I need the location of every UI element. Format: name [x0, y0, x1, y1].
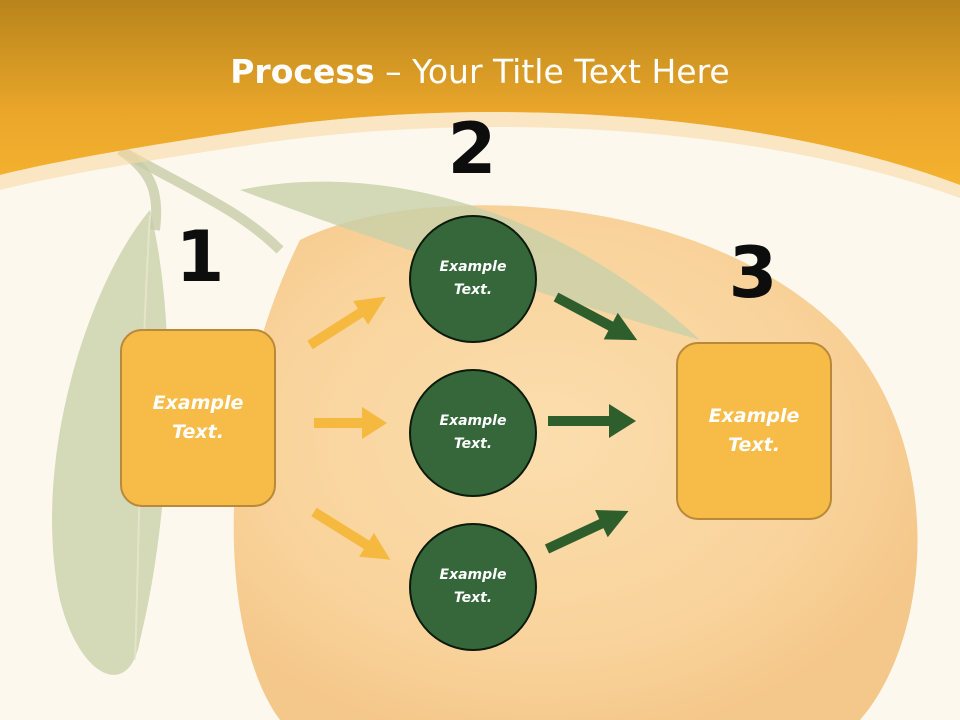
arrow-1-to-bottom: [311, 507, 391, 560]
step-2-label-middle: Example Text.: [439, 413, 507, 452]
arrow-top-to-3: [553, 292, 638, 341]
slide-title: Process – Your Title Text Here: [0, 52, 960, 91]
step-3-label: Example Text.: [708, 405, 800, 456]
title-bold: Process: [230, 52, 375, 91]
arrow-1-to-middle: [314, 407, 387, 439]
arrow-middle-to-3: [548, 404, 636, 438]
arrow-bottom-to-3: [544, 510, 629, 554]
step-number-2: 2: [447, 108, 497, 190]
step-2-circle-bottom: Example Text.: [409, 523, 537, 651]
step-number-3: 3: [728, 232, 778, 314]
step-3-box: Example Text.: [676, 342, 832, 520]
step-2-circle-middle: Example Text.: [409, 369, 537, 497]
title-rest: – Your Title Text Here: [374, 52, 730, 91]
step-2-label-bottom: Example Text.: [439, 567, 507, 606]
step-1-box: Example Text.: [120, 329, 276, 507]
step-2-circle-top: Example Text.: [409, 215, 537, 343]
step-number-1: 1: [175, 216, 225, 298]
step-2-label-top: Example Text.: [439, 259, 507, 298]
arrow-1-to-top: [307, 296, 386, 350]
step-1-label: Example Text.: [152, 392, 244, 443]
